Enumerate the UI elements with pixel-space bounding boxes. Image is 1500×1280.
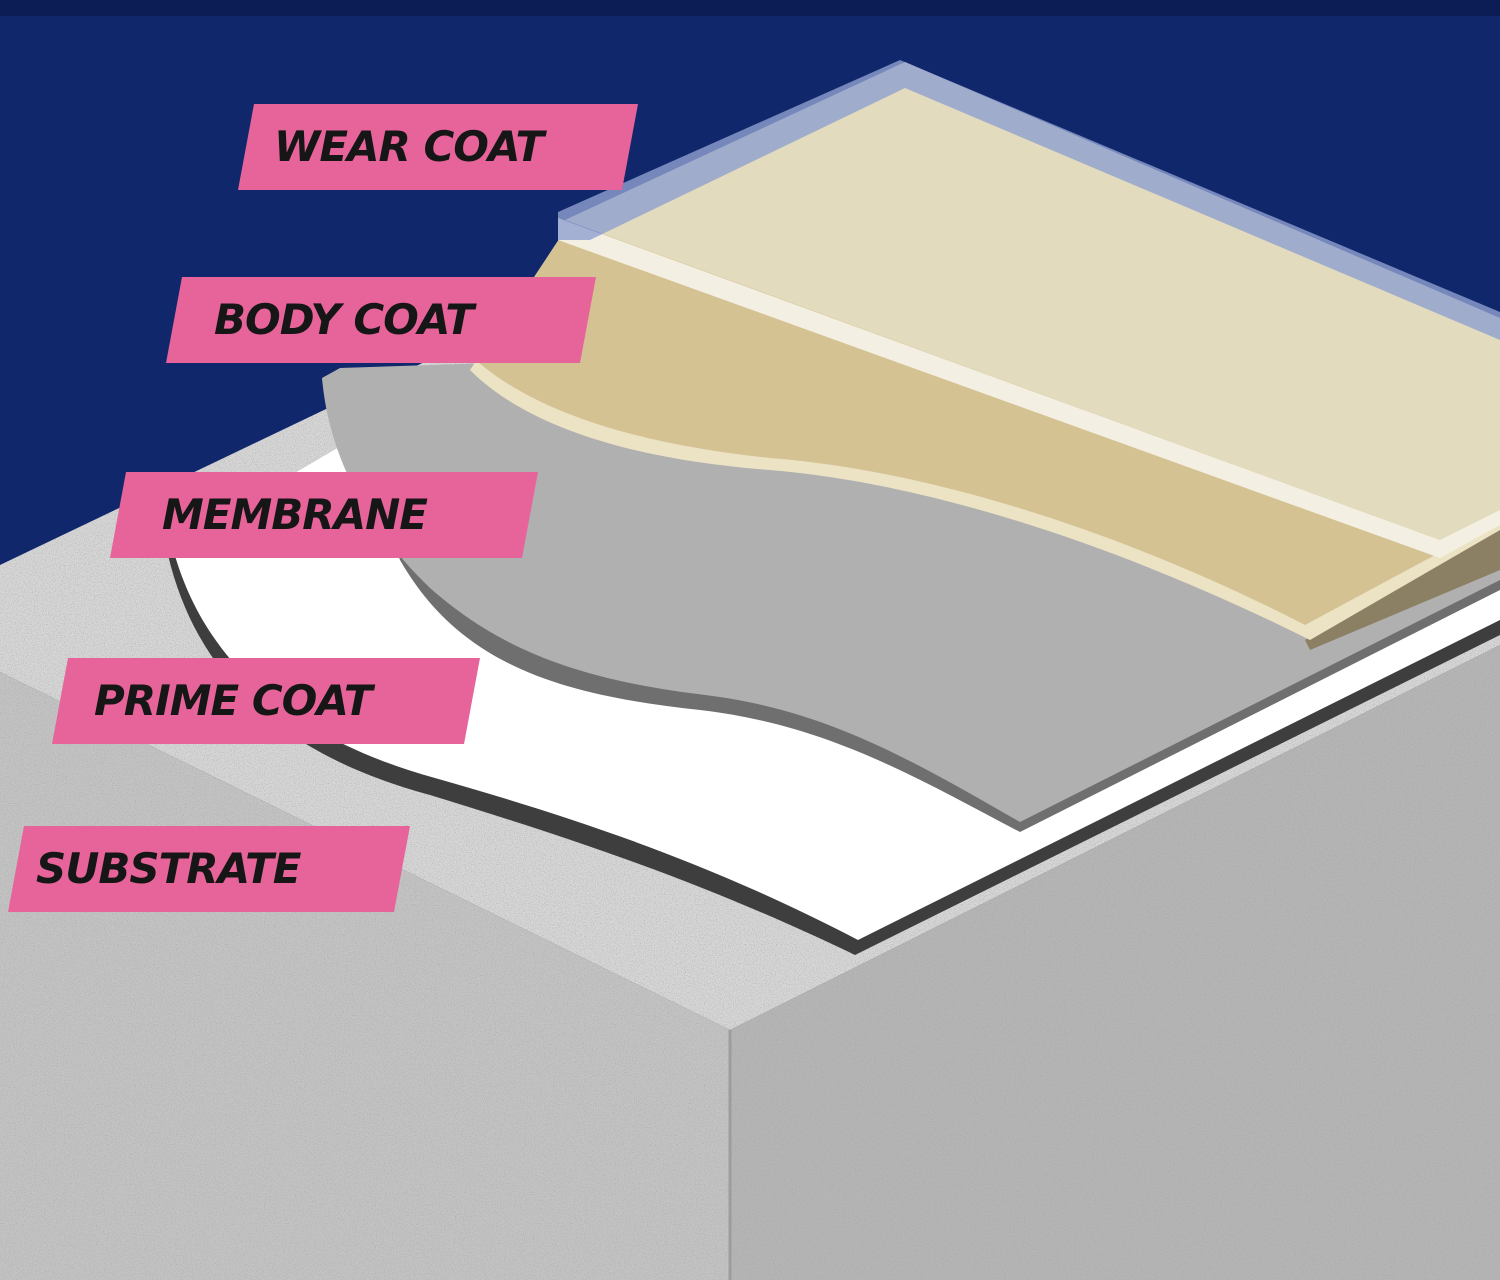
body-coat-side	[1305, 530, 1500, 650]
wear-coat-layer	[565, 62, 1500, 540]
label-prime-coat: PRIME COAT	[52, 658, 480, 744]
label-body-coat: BODY COAT	[166, 277, 596, 363]
clear-topcoat-layer	[558, 60, 1500, 340]
label-wear-coat: WEAR COAT	[238, 104, 638, 190]
label-substrate: SUBSTRATE	[8, 826, 410, 912]
label-membrane: MEMBRANE	[110, 472, 538, 558]
top-strip	[0, 0, 1500, 16]
